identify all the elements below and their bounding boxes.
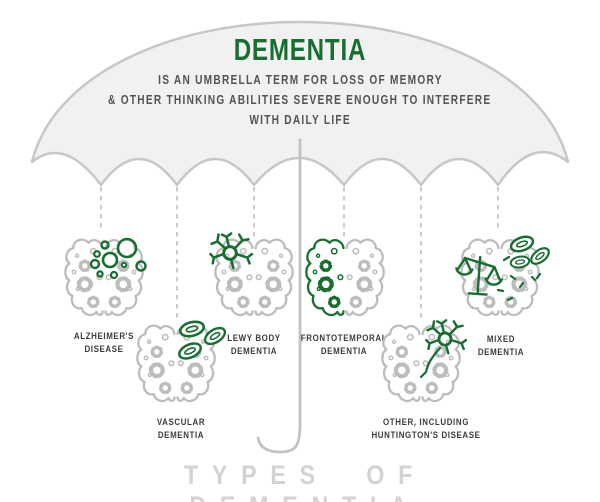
- scattered-marks: [496, 255, 542, 302]
- brain-icon: [65, 240, 142, 315]
- label-vascular: VASCULAR DEMENTIA: [156, 417, 206, 441]
- subtitle-line-1: IS AN UMBRELLA TERM FOR LOSS OF MEMORY: [157, 72, 443, 87]
- watermark-title: TYPES OF DEMENTIA: [183, 460, 427, 502]
- subtitle-line-3: WITH DAILY LIFE: [249, 112, 351, 127]
- brain-other-huntingtons: [361, 318, 468, 416]
- page-title: DEMENTIA: [233, 32, 367, 67]
- umbrella-pole: [256, 138, 302, 454]
- umbrella-canopy: [30, 20, 570, 187]
- amyloid-plaques-icon: [89, 237, 147, 280]
- hanger-lines: [100, 187, 499, 318]
- label-other-huntingtons: OTHER, INCLUDING HUNTINGTON'S DISEASE: [371, 417, 481, 441]
- label-frontotemporal: FRONTOTEMPORAL DEMENTIA: [300, 333, 388, 357]
- label-mixed: MIXED DEMENTIA: [477, 334, 525, 358]
- green-left-hemisphere-icon: [306, 240, 383, 315]
- brain-icon: [215, 240, 292, 315]
- brain-alzheimers: [44, 237, 147, 330]
- brain-frontotemporal: [285, 232, 405, 330]
- label-lewy-body: LEWY BODY DEMENTIA: [227, 333, 281, 357]
- balance-scale-icon: [455, 255, 503, 296]
- balance-scale-and-cells-icon: [455, 232, 553, 302]
- neuron-axon-icon: [419, 318, 468, 379]
- brain-mixed: [455, 232, 553, 330]
- subtitle-line-2: & OTHER THINKING ABILITIES SEVERE ENOUGH…: [108, 92, 492, 107]
- label-alzheimers: ALZHEIMER'S DISEASE: [73, 331, 135, 355]
